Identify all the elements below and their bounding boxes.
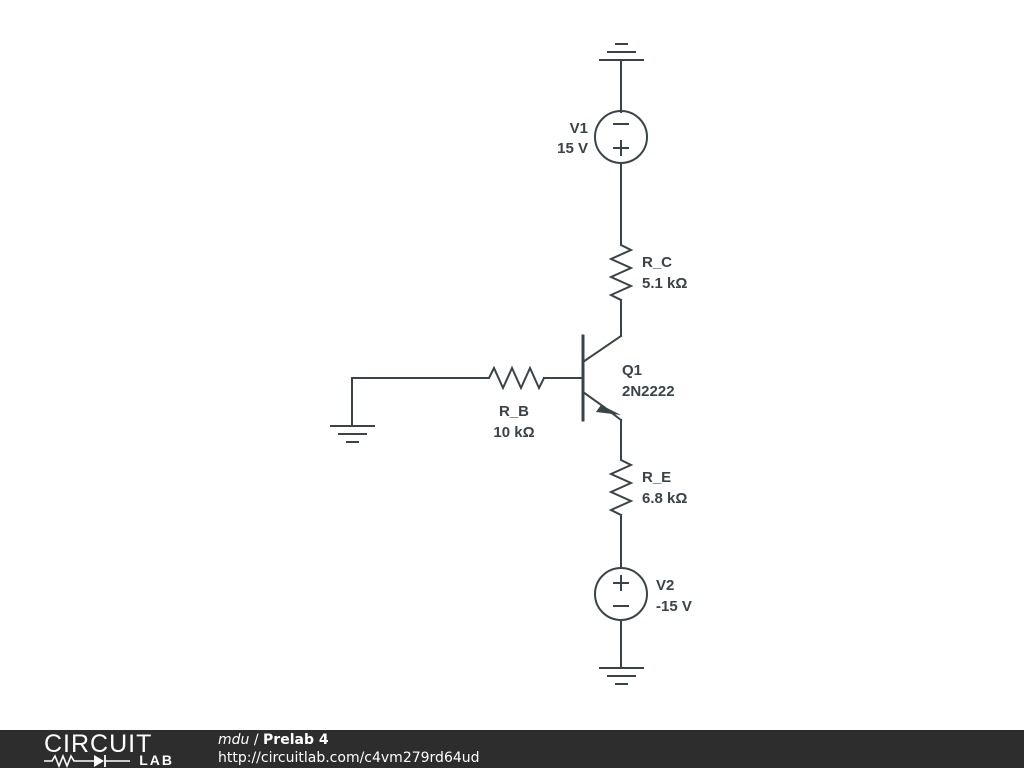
resistor-r-b[interactable] [483, 365, 546, 391]
title-separator: / [249, 732, 264, 748]
circuit-url[interactable]: http://circuitlab.com/c4vm279rd64ud [218, 750, 480, 766]
ground-symbol-left [330, 425, 375, 443]
re-value-label: 6.8 kΩ [642, 490, 687, 507]
resistor-diode-icon [44, 753, 130, 768]
circuit-title-line: mdu / Prelab 4 [218, 731, 480, 749]
rc-value-label: 5.1 kΩ [642, 275, 687, 292]
rb-value-label: 10 kΩ [493, 424, 534, 441]
voltage-source-v1[interactable] [594, 110, 648, 164]
v1-value-label: 15 V [557, 140, 588, 157]
wires [351, 59, 622, 669]
ground-symbol-top [599, 43, 644, 61]
logo-wordmark-lab: LAB [139, 752, 174, 768]
resistor-r-c[interactable] [608, 239, 634, 302]
resistor-r-e[interactable] [608, 454, 634, 517]
author-link[interactable]: mdu [218, 732, 250, 748]
re-name-label: R_E [642, 469, 671, 486]
transistor-q1[interactable] [581, 334, 623, 422]
v1-name-label: V1 [570, 120, 588, 137]
footer-bar: CIRCUIT LAB mdu / Prelab 4 http://circui… [0, 730, 1024, 768]
ground-symbol-bottom [599, 667, 644, 685]
logo-wordmark-circuit: CIRCUIT [44, 730, 153, 758]
circuit-title[interactable]: Prelab 4 [263, 732, 329, 748]
circuit-info: mdu / Prelab 4 http://circuitlab.com/c4v… [218, 731, 480, 767]
voltage-source-v2[interactable] [594, 567, 648, 621]
rc-name-label: R_C [642, 254, 672, 271]
v2-value-label: -15 V [656, 598, 692, 615]
circuitlab-logo[interactable]: CIRCUIT LAB [44, 732, 176, 768]
v2-name-label: V2 [656, 577, 674, 594]
q1-value-label: 2N2222 [622, 383, 675, 400]
q1-name-label: Q1 [622, 362, 642, 379]
circuit-schematic: V1 15 V R_C 5.1 kΩ Q1 2N2222 R_B 10 kΩ R… [330, 43, 692, 685]
rb-name-label: R_B [499, 403, 529, 420]
